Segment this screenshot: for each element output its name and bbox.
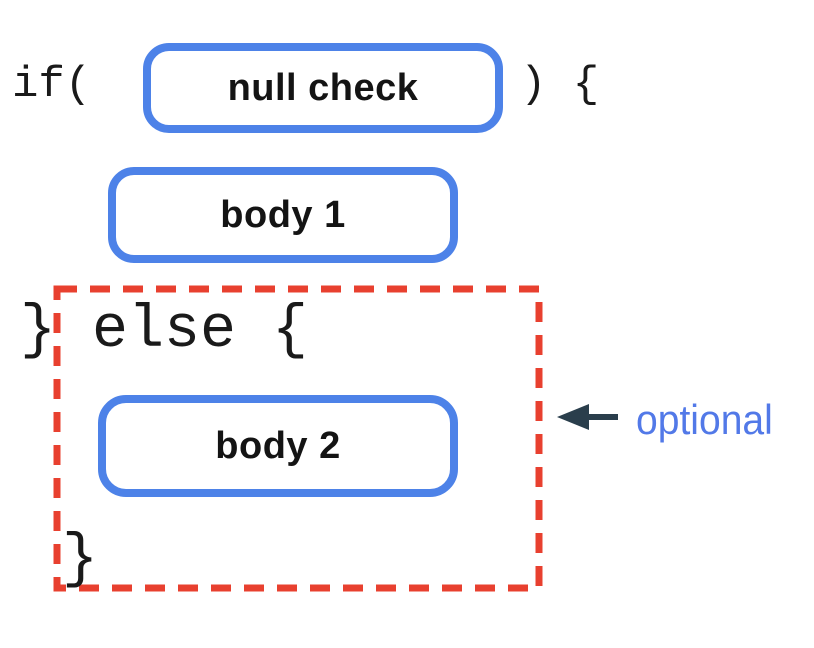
body2-box-label: body 2 (215, 424, 341, 467)
body1-box-label: body 1 (220, 193, 346, 236)
optional-annotation-label: optional (636, 396, 773, 443)
code-else-line: } else { (20, 297, 309, 365)
dashed-rect-icon (53, 285, 543, 592)
body2-box: body 2 (98, 395, 458, 497)
code-if-close-brace: ) { (520, 60, 600, 110)
body1-box: body 1 (108, 167, 458, 263)
optional-region-outline (53, 285, 543, 592)
arrow-left-icon (557, 404, 618, 430)
condition-box: null check (143, 43, 503, 133)
code-closing-brace: } (62, 526, 99, 594)
condition-box-label: null check (227, 66, 419, 109)
code-if-open: if( (12, 60, 92, 110)
